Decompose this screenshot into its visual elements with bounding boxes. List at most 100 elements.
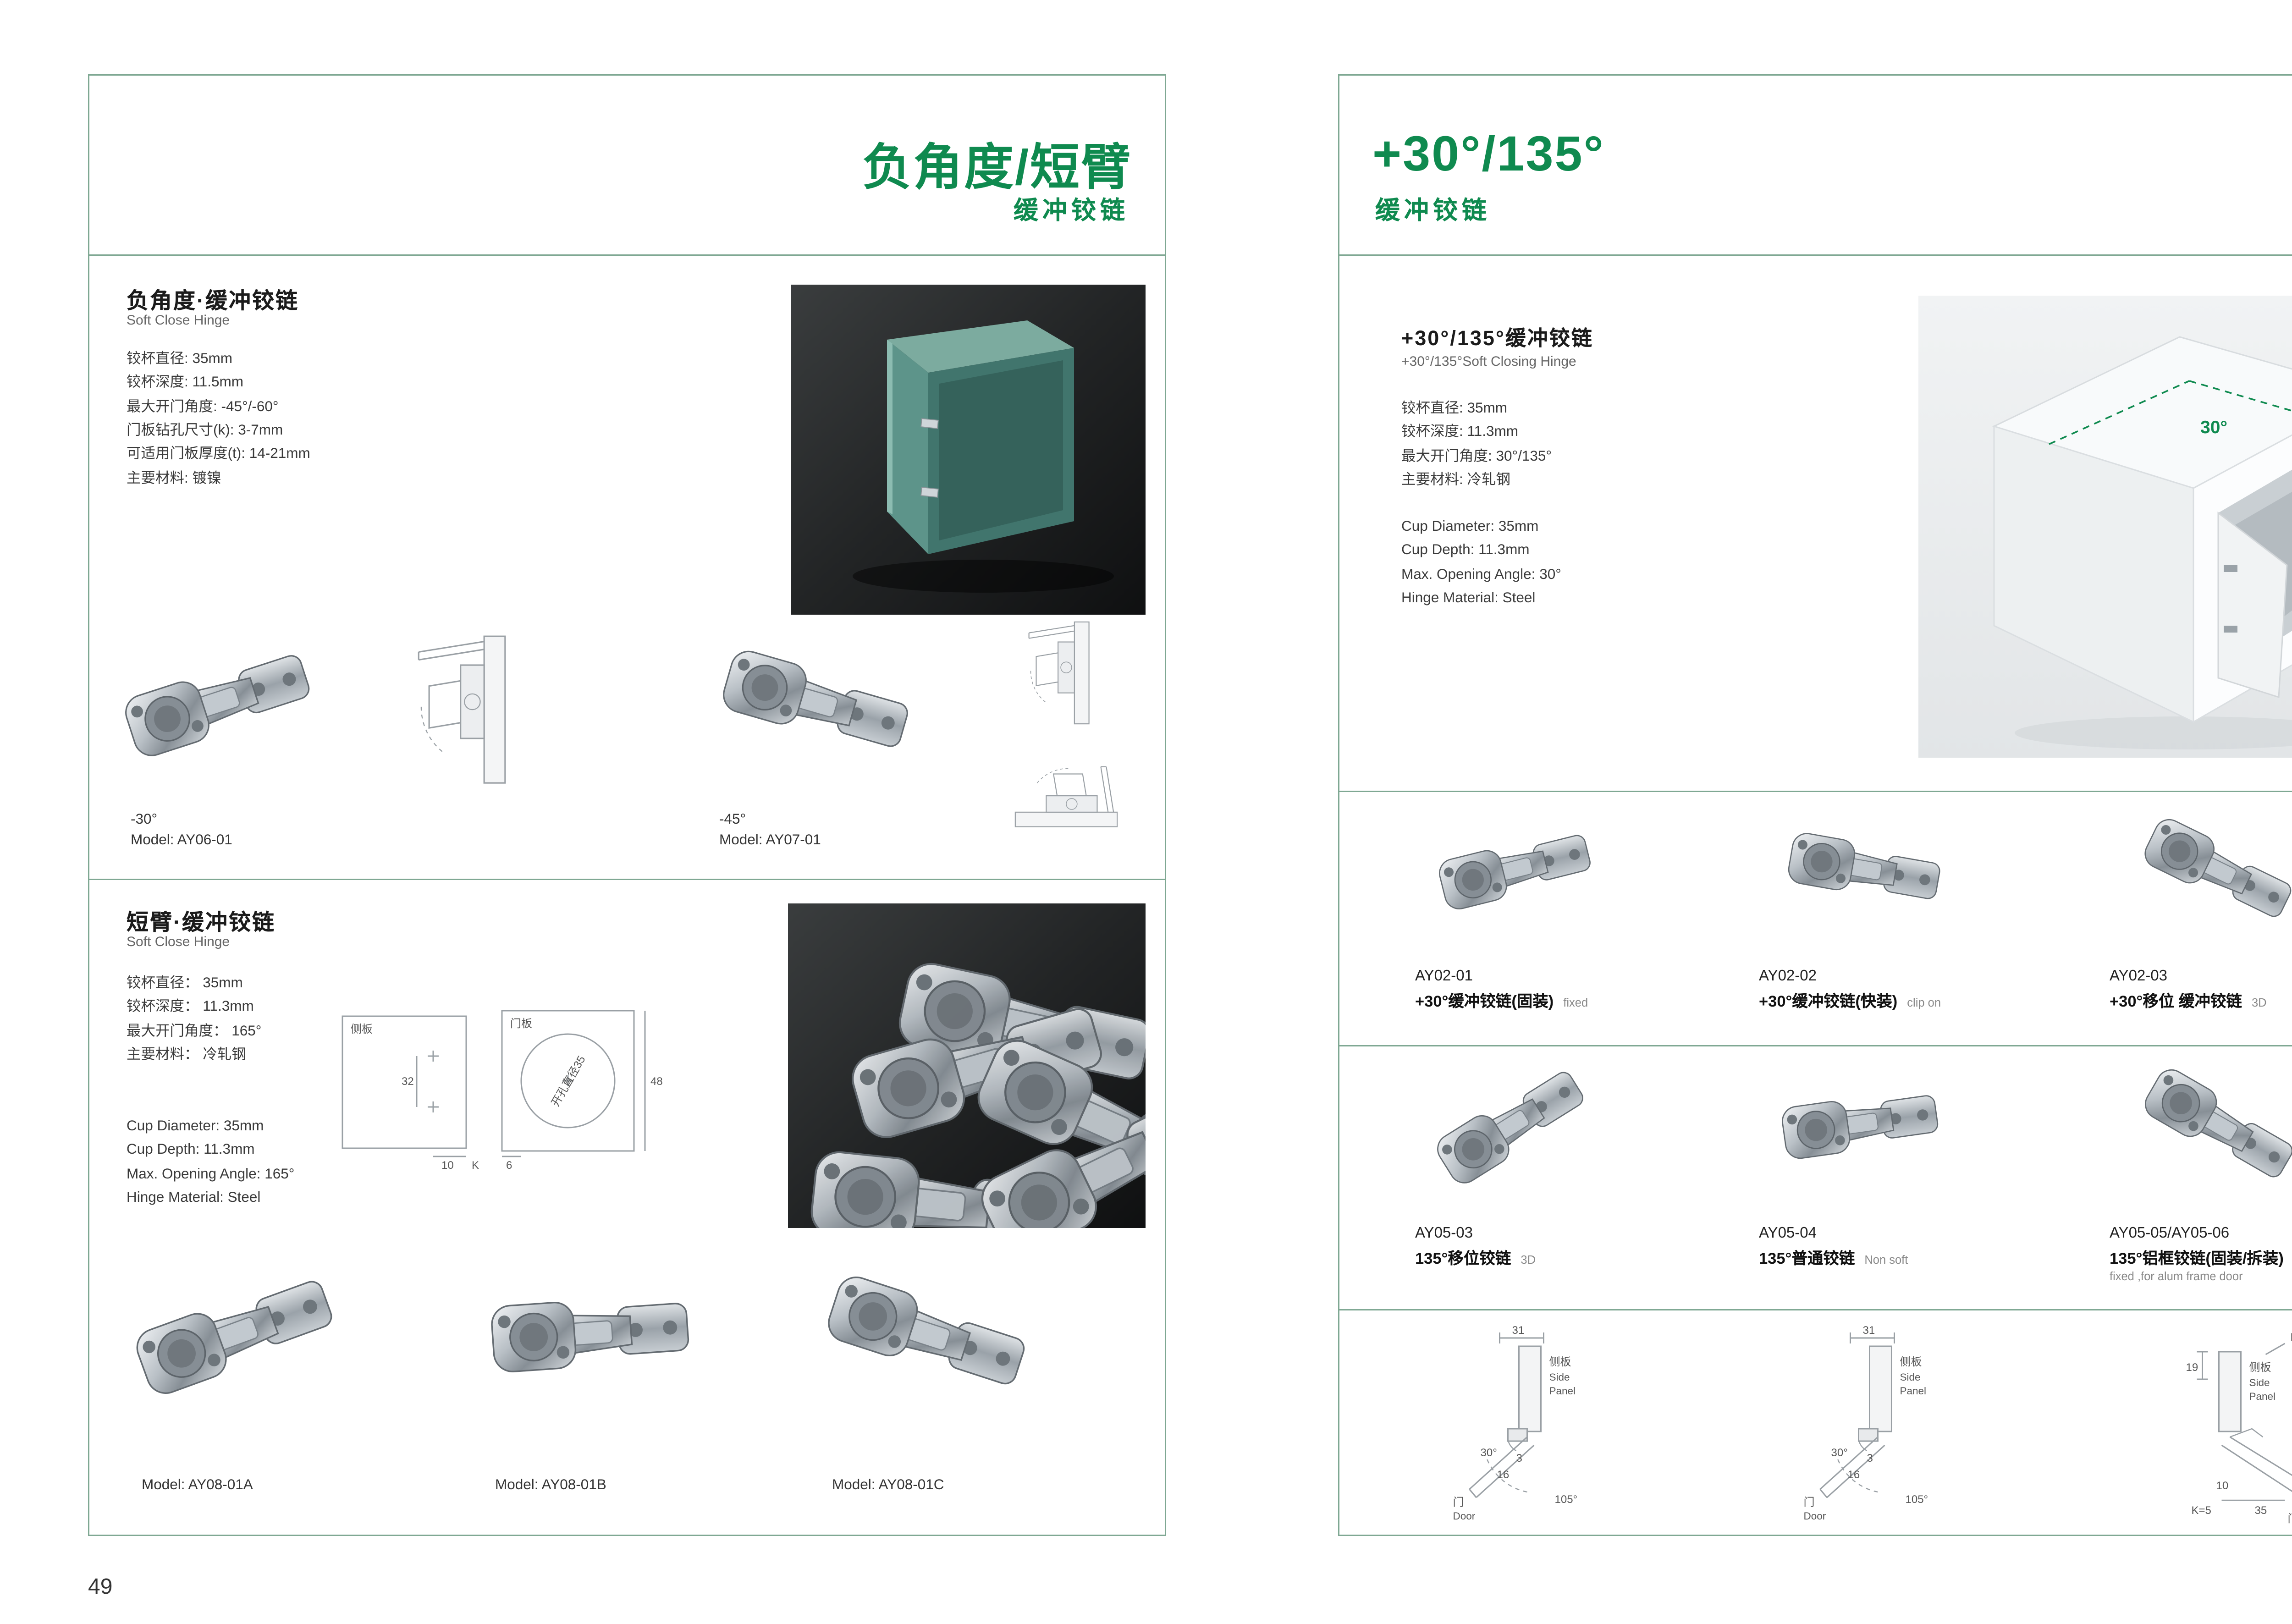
product-card: AY05-05/AY05-06 135°铝框铰链(固装/拆装)fixed ,fo… xyxy=(2110,1063,2292,1283)
dim-k5: K=5 xyxy=(2192,1504,2211,1517)
product-model: Model: AY08-01B xyxy=(495,1477,606,1493)
product-card: AY02-01 +30°缓冲铰链(固装)fixed xyxy=(1415,810,1745,1012)
hinge-photo xyxy=(1415,810,1621,954)
spec-line: Hinge Material: Steel xyxy=(127,1189,261,1206)
left-page-title: 负角度/短臂 xyxy=(862,139,1132,195)
spec-line: 铰杯直径: 35mm xyxy=(127,351,233,367)
spec-line: 最大开门角度: -45°/-60° xyxy=(127,398,279,415)
section2-heading: 短臂·缓冲铰链 xyxy=(127,912,276,935)
section-heading: +30°/135°缓冲铰链 xyxy=(1401,327,1593,351)
section1-spec-list: 铰杯直径: 35mm 铰杯深度: 11.5mm 最大开门角度: -45°/-60… xyxy=(127,348,310,491)
diagram-dim-48: 48 xyxy=(650,1075,663,1088)
dim-10: 10 xyxy=(2216,1480,2229,1492)
white-corner-cabinet-photo: 30° xyxy=(1918,296,2292,758)
spec-line: Cup Diameter: 35mm xyxy=(127,1118,264,1134)
hinge-tech-drawing xyxy=(1003,615,1129,733)
spec-line: 最大开门角度： 165° xyxy=(127,1022,262,1039)
left-page: 负角度/短臂 缓冲铰链 负角度·缓冲铰链 Soft Close Hinge 铰杯… xyxy=(88,74,1166,1536)
spec-line: 铰杯直径： 35mm xyxy=(127,975,243,991)
install-diagram-3: H=0 19 侧板 Side Panel 37 10 35 K=5 门 Door xyxy=(2130,1321,2292,1528)
hinge-photo xyxy=(1415,1063,1621,1211)
drilling-diagram: 侧板 门板 32 10 K 6 48 开孔直径35 xyxy=(326,994,678,1173)
section2-spec-list-cn: 铰杯直径： 35mm 铰杯深度： 11.3mm 最大开门角度： 165° 主要材… xyxy=(127,972,261,1068)
product-name-text: 135°普通铰链 xyxy=(1759,1251,1855,1268)
door-label-cn: 门 xyxy=(1804,1496,1815,1508)
product-name-text: +30°缓冲铰链(固装) xyxy=(1415,994,1554,1011)
hinge-photo-ay07 xyxy=(708,628,915,807)
diagram-door-panel-label: 门板 xyxy=(510,1018,532,1030)
product-angle: -30° xyxy=(131,811,158,828)
door-label: 门 Door xyxy=(2288,1513,2292,1525)
section2-spec-list-en: Cup Diameter: 35mm Cup Depth: 11.3mm Max… xyxy=(127,1115,294,1211)
page-number-left: 49 xyxy=(88,1576,113,1599)
product-name-text: +30°缓冲铰链(快装) xyxy=(1759,994,1898,1011)
hinge-photo xyxy=(1759,1063,1965,1211)
product-tag: 3D xyxy=(2251,996,2267,1009)
side-panel-label-en1: Side xyxy=(2249,1377,2270,1388)
spec-line: 门板钻孔尺寸(k): 3-7mm xyxy=(127,422,283,439)
product-code: AY05-05/AY05-06 xyxy=(2110,1225,2230,1242)
spec-line: 主要材料： 冷轧钢 xyxy=(127,1046,246,1063)
section-subheading: +30°/135°Soft Closing Hinge xyxy=(1401,355,1576,370)
diagram-hole-label: 开孔直径35 xyxy=(549,1054,588,1109)
diagram-dim-32: 32 xyxy=(402,1075,414,1088)
spec-line: Max. Opening Angle: 30° xyxy=(1401,566,1561,583)
dim-3: 3 xyxy=(1516,1452,1522,1464)
side-panel-label-en1: Side xyxy=(1900,1371,1921,1383)
spec-line: Cup Diameter: 35mm xyxy=(1401,518,1539,535)
side-panel-label-en2: Panel xyxy=(1549,1385,1576,1397)
product-model: Model: AY07-01 xyxy=(719,832,821,848)
hinge-photo xyxy=(1759,810,1965,954)
dim-h0: H=0 xyxy=(2291,1331,2292,1343)
section-divider xyxy=(89,879,1165,880)
product-code: AY02-02 xyxy=(1759,968,1817,985)
dim-16: 16 xyxy=(1848,1469,1860,1481)
angle-105: 105° xyxy=(1906,1493,1928,1506)
side-panel-label-cn: 侧板 xyxy=(1549,1356,1571,1368)
diagram-dim-10: 10 xyxy=(441,1159,454,1172)
header-divider xyxy=(1339,254,2292,256)
install-diagram-1: 31 侧板 Side Panel 30° 3 16 105° 门 Door xyxy=(1436,1321,1683,1528)
spec-line: Cup Depth: 11.3mm xyxy=(127,1141,255,1158)
corner-cabinet-photo xyxy=(791,285,1146,615)
side-panel-label-cn: 侧板 xyxy=(2249,1361,2271,1374)
install-diagram-2: 31 侧板 Side Panel 30° 3 16 105° 门 Door xyxy=(1786,1321,2034,1528)
product-model: Model: AY06-01 xyxy=(131,832,232,848)
product-code: AY05-04 xyxy=(1759,1225,1817,1242)
spec-list-en: Cup Diameter: 35mm Cup Depth: 11.3mm Max… xyxy=(1401,516,1561,611)
product-card: AY02-02 +30°缓冲铰链(快装) clip on xyxy=(1759,810,2103,1012)
diagram-side-panel-label: 侧板 xyxy=(351,1023,373,1035)
spec-line: 铰杯深度： 11.3mm xyxy=(127,998,254,1015)
spec-line: Max. Opening Angle: 165° xyxy=(127,1165,295,1182)
product-tag: 3D xyxy=(1521,1253,1536,1266)
spec-line: 铰杯深度: 11.3mm xyxy=(1401,424,1518,440)
angle-30: 30° xyxy=(1481,1447,1497,1459)
product-name: +30°缓冲铰链(快装) clip on xyxy=(1759,990,2068,1012)
right-page-title: +30°/135° xyxy=(1372,125,1605,182)
right-page-subtitle: 缓冲铰链 xyxy=(1375,197,1491,224)
side-panel-label-cn: 侧板 xyxy=(1900,1356,1922,1368)
hinge-photo-ay06 xyxy=(120,628,326,807)
grid-divider xyxy=(1339,1309,2292,1310)
hinges-group-photo xyxy=(788,903,1146,1228)
product-angle: -45° xyxy=(719,811,746,828)
angle-30: 30° xyxy=(1831,1447,1848,1459)
door-label-en: Door xyxy=(1804,1510,1826,1522)
product-tag: clip on xyxy=(1907,996,1941,1009)
product-tag: fixed ,for alum frame door xyxy=(2110,1269,2243,1283)
diagram-dim-6: 6 xyxy=(506,1159,512,1172)
spec-line: 铰杯深度: 11.5mm xyxy=(127,374,243,391)
dim-35: 35 xyxy=(2255,1504,2267,1517)
product-name: 135°铝框铰链(固装/拆装)fixed ,for alum frame doo… xyxy=(2110,1247,2292,1283)
diagram-dim-k: K xyxy=(472,1159,479,1172)
dim-19: 19 xyxy=(2186,1361,2198,1374)
side-panel-label-en1: Side xyxy=(1549,1371,1570,1383)
grid-divider xyxy=(1339,791,2292,792)
